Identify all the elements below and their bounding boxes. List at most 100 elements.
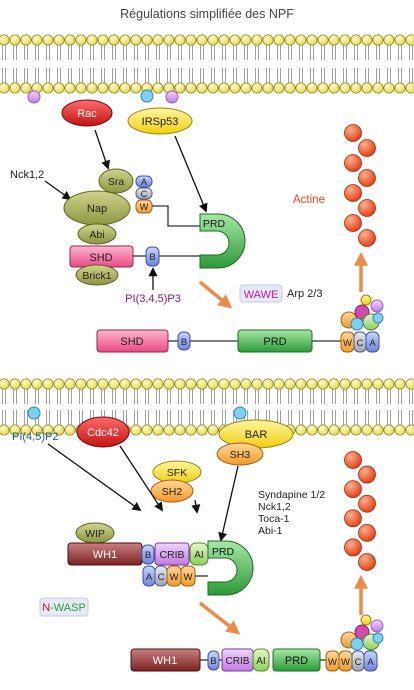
nck-label: Nck1,2: [10, 169, 44, 181]
lipid-head: [42, 82, 54, 94]
irsp53-arrow: [174, 135, 208, 213]
actin-monomer: [344, 480, 362, 499]
actin-filament-bottom: [344, 451, 376, 571]
lipid-head: [130, 82, 142, 94]
lipid-head: [383, 378, 395, 390]
lipid-head: [86, 378, 98, 390]
lipid-head: [31, 378, 43, 390]
linear-prd-domain: [272, 648, 321, 672]
lipid-head: [163, 34, 175, 46]
lipid-head: [174, 34, 186, 46]
actin-monomer: [358, 139, 376, 157]
pip3-label: PI(3,4,5)P3: [125, 293, 181, 305]
actin-monomer: [344, 184, 362, 202]
lipid-head: [174, 378, 186, 390]
lipid-head: [405, 82, 414, 94]
c-domain-label: C: [158, 572, 165, 583]
linear-crib-label: CRIB: [226, 656, 250, 667]
nwasp-label-rest: -WASP: [50, 602, 86, 614]
lipid-head: [174, 82, 186, 94]
lipid-head: [0, 34, 10, 46]
lipid-head: [97, 82, 109, 94]
nck-arrow: [44, 180, 72, 201]
lipid-head: [119, 34, 131, 46]
linear-a-domain: [365, 331, 380, 353]
b-domain: [141, 544, 155, 565]
lipid-head: [295, 378, 307, 390]
lipid-pink-marker: [165, 90, 179, 104]
lipid-head: [251, 82, 263, 94]
activation-arrow-bottom: [198, 601, 241, 635]
sh2-label: SH2: [162, 486, 183, 498]
lipid-head: [64, 424, 76, 436]
linear-ai-domain: [252, 648, 270, 672]
w-domain-label: W: [170, 572, 179, 583]
linear-w-label: W: [343, 338, 352, 349]
lipid-head: [339, 378, 351, 390]
arp23-complex-bottom: [340, 614, 384, 651]
lipid-pink-marker: [27, 90, 41, 104]
pip2-arrow: [47, 443, 142, 512]
linear-w-label: W: [328, 657, 337, 668]
wip-label: WIP: [85, 528, 105, 540]
lipid-head: [64, 378, 76, 390]
lipid-head: [218, 82, 230, 94]
lipid-head: [339, 34, 351, 46]
lipid-head: [372, 424, 384, 436]
lipid-head: [185, 82, 197, 94]
lipid-head: [339, 82, 351, 94]
lipid-head: [218, 378, 230, 390]
lipid-head: [361, 378, 373, 390]
actin-monomer: [344, 214, 362, 232]
lipid-head: [284, 82, 296, 94]
lipid-head: [328, 424, 340, 436]
lipid-head: [262, 82, 274, 94]
sra-label: Sra: [108, 176, 125, 188]
partner-item: Abi-1: [258, 525, 283, 537]
actin-monomer: [344, 509, 362, 528]
prd-clamp: [207, 540, 254, 596]
actin-monomer: [358, 169, 376, 187]
b-domain: [145, 246, 160, 267]
actine-label: Actine: [293, 194, 325, 206]
crib-label: CRIB: [159, 549, 184, 561]
cdc42-label: Cdc42: [87, 427, 119, 439]
lipid-head: [86, 34, 98, 46]
actin-monomer: [344, 451, 362, 469]
lipid-head: [339, 424, 351, 436]
lipid-head: [42, 378, 54, 390]
sfk-arrow: [191, 499, 201, 514]
lipid-head: [20, 424, 32, 436]
lipid-head: [328, 82, 340, 94]
lipid-head: [372, 378, 384, 390]
crib-domain: [154, 542, 190, 566]
activation-arrow-top: [198, 280, 233, 309]
lipid-blue-marker: [27, 406, 41, 420]
w-domain-label: W: [184, 572, 193, 583]
lipid-head: [229, 378, 241, 390]
brick1-label: Brick1: [82, 270, 111, 282]
lipid-head: [240, 34, 252, 46]
linear-c-label: C: [355, 657, 362, 668]
linear-prd-domain: [237, 329, 313, 353]
abi-subunit: [77, 223, 117, 245]
diagram-title: Régulations simplifiée des NPF: [120, 7, 294, 21]
b-domain-label: B: [149, 252, 155, 263]
lipid-head: [306, 424, 318, 436]
lipid-head: [350, 424, 362, 436]
lipid-head: [350, 34, 362, 46]
actin-monomer: [358, 494, 376, 513]
lipid-head: [9, 424, 21, 436]
prd-label: PRD: [203, 218, 226, 230]
lipid-head: [130, 378, 142, 390]
linear-c-label: C: [357, 338, 364, 349]
wawe-tag: [239, 284, 283, 303]
lipid-head: [108, 378, 120, 390]
lipid-head: [141, 424, 153, 436]
lipid-head: [9, 378, 21, 390]
lipid-head: [64, 82, 76, 94]
actin-monomer: [358, 465, 376, 484]
lipid-head: [53, 378, 65, 390]
lipid-head: [196, 34, 208, 46]
